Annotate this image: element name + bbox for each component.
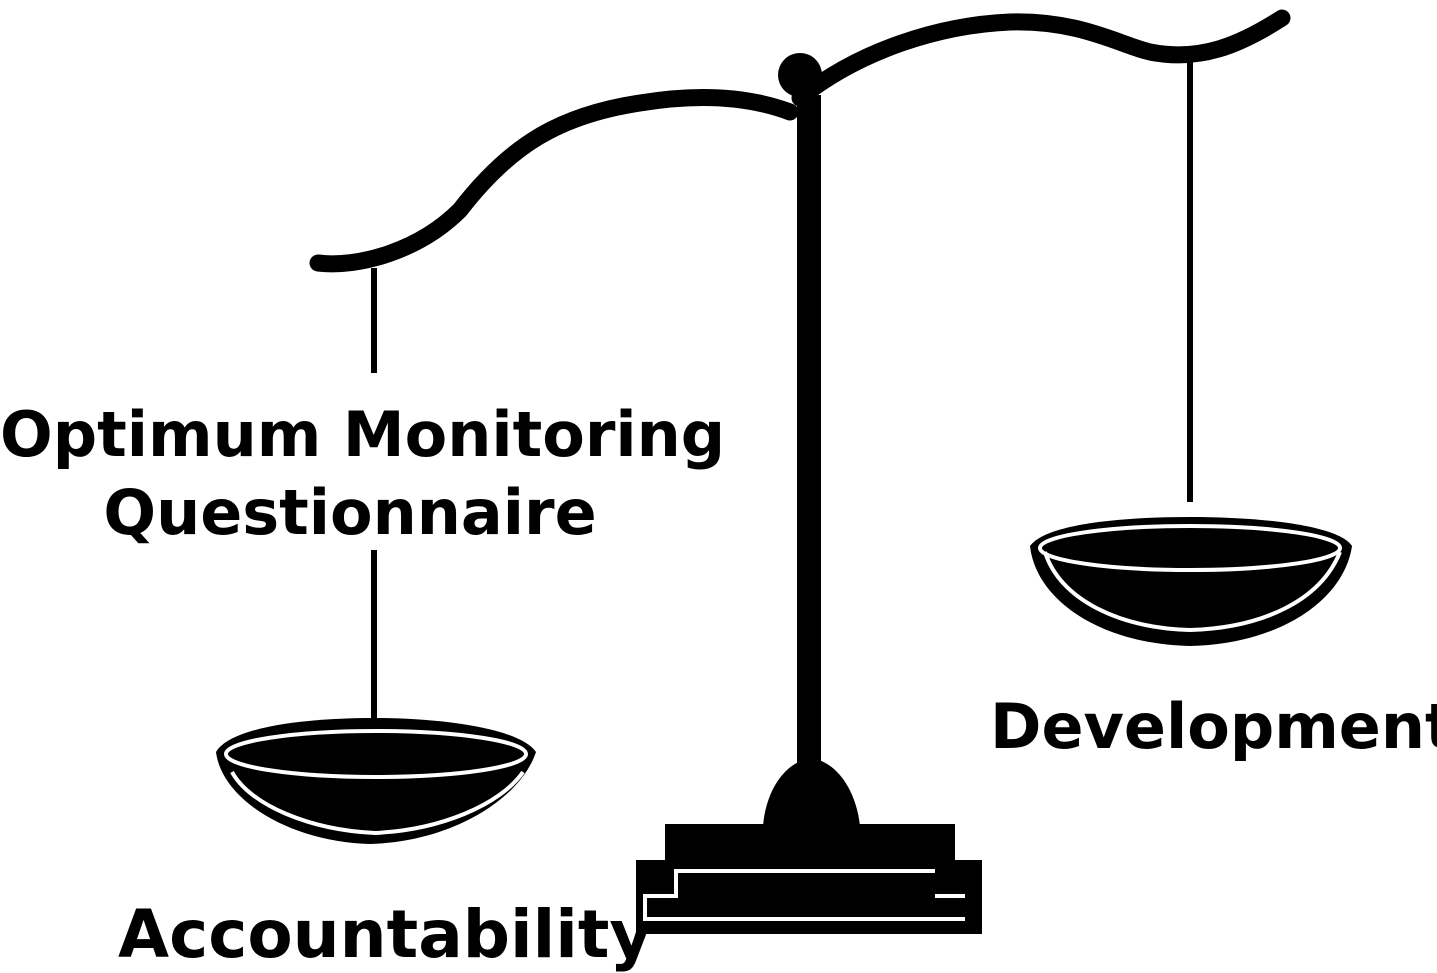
scale-beam xyxy=(309,9,1291,273)
center-label-line-2: Questionnaire xyxy=(103,476,597,549)
center-label-line-1: Optimum Monitoring xyxy=(0,398,726,471)
scale-knob xyxy=(778,53,822,97)
right-pan-label: Development xyxy=(990,690,1437,763)
right-pan xyxy=(1030,517,1352,646)
scale-base-upper xyxy=(665,824,955,864)
scale-dome xyxy=(763,758,860,826)
scale-base-highlight xyxy=(643,869,965,921)
center-label: Optimum Monitoring Questionnaire xyxy=(0,396,726,552)
scale-post xyxy=(797,95,821,775)
left-pan-label: Accountability xyxy=(118,896,653,973)
left-pan xyxy=(216,718,536,844)
